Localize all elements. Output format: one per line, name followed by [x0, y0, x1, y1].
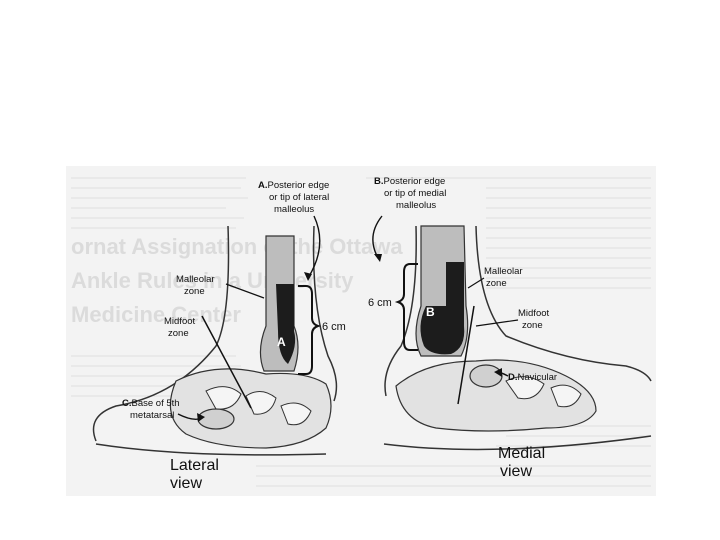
background-title-line-1: ornat Assignation of the Ottawa: [71, 234, 403, 259]
lateral-view-title-line-2: view: [170, 475, 202, 492]
medial-view-title-line-2: view: [500, 463, 532, 480]
medial-label-d-text: Navicular: [518, 372, 558, 383]
svg-text:C.Base of 5th: C.Base of 5th: [122, 398, 180, 409]
medial-label-d-letter: D.: [508, 372, 518, 383]
medial-malleolar-zone-line-1: Malleolar: [484, 266, 523, 277]
background-title-line-3: Medicine Center: [71, 302, 241, 327]
medial-label-b-line-2: or tip of medial: [384, 188, 446, 199]
lateral-midfoot-zone-line-2: zone: [168, 328, 189, 339]
lateral-view-title-line-1: Lateral: [170, 457, 219, 474]
ankle-diagram-scan: ornat Assignation of the Ottawa Ankle Ru…: [66, 166, 656, 496]
medial-midfoot-zone-line-1: Midfoot: [518, 308, 550, 319]
lateral-6cm-label: 6 cm: [322, 321, 346, 333]
svg-text:A.Posterior edge: A.Posterior edge: [258, 180, 329, 191]
lateral-label-c-line-1: Base of 5th: [132, 398, 180, 409]
svg-text:D.Navicular: D.Navicular: [508, 372, 557, 383]
lateral-label-a-letter: A.: [258, 180, 268, 191]
medial-midfoot-zone-line-2: zone: [522, 320, 543, 331]
medial-view-title-line-1: Medial: [498, 445, 545, 462]
medial-label-b-letter: B.: [374, 176, 384, 187]
medial-label-b-line-3: malleolus: [396, 200, 436, 211]
lateral-malleolar-zone-line-1: Malleolar: [176, 274, 215, 285]
medial-marker-b: B: [426, 305, 435, 319]
lateral-midfoot-zone-line-1: Midfoot: [164, 316, 196, 327]
lateral-label-a-line-3: malleolus: [274, 204, 314, 215]
svg-text:B.Posterior edge: B.Posterior edge: [374, 176, 445, 187]
lateral-label-c-line-2: metatarsal: [130, 410, 174, 421]
lateral-label-a-line-2: or tip of lateral: [269, 192, 329, 203]
medial-navicular: [470, 365, 502, 387]
medial-malleolar-zone-line-2: zone: [486, 278, 507, 289]
lateral-malleolar-zone-line-2: zone: [184, 286, 205, 297]
lateral-base-5th-metatarsal: [198, 409, 234, 429]
medial-6cm-label: 6 cm: [368, 297, 392, 309]
medial-label-b-line-1: Posterior edge: [384, 176, 446, 187]
lateral-label-a-line-1: Posterior edge: [268, 180, 330, 191]
lateral-label-c-letter: C.: [122, 398, 132, 409]
lateral-marker-a: A: [277, 335, 286, 349]
